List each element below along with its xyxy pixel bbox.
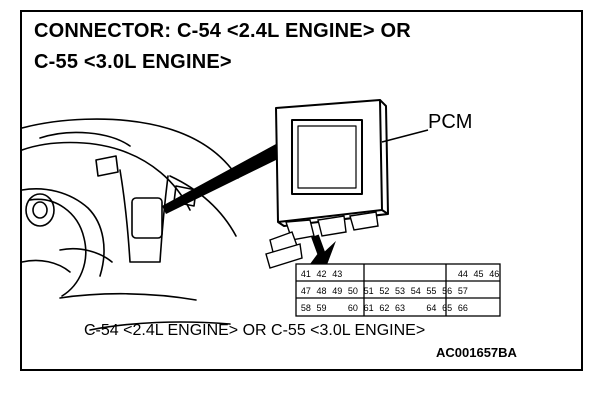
connector-pin-66: 66 bbox=[457, 303, 468, 313]
figure-title: CONNECTOR: C-54 <2.4L ENGINE> OR C-55 <3… bbox=[34, 16, 411, 78]
title-line-1: CONNECTOR: C-54 <2.4L ENGINE> OR bbox=[34, 20, 411, 42]
connector-pin-54: 54 bbox=[410, 286, 421, 296]
connector-pin-46: 46 bbox=[489, 269, 500, 279]
glovebox-line bbox=[169, 175, 237, 237]
title-line-2: C-55 <3.0L ENGINE> bbox=[34, 51, 232, 73]
connector-pin-51: 51 bbox=[363, 286, 374, 296]
ecu-outline bbox=[131, 197, 163, 239]
connector-pin-60: 60 bbox=[347, 303, 358, 313]
connector-pin-64: 64 bbox=[426, 303, 437, 313]
connector-pin-44: 44 bbox=[457, 269, 468, 279]
connector-pin-52: 52 bbox=[379, 286, 390, 296]
figure-frame bbox=[20, 10, 583, 371]
steering-column bbox=[21, 188, 105, 277]
connector-pin-45: 45 bbox=[473, 269, 484, 279]
connector-pin-55: 55 bbox=[426, 286, 437, 296]
connector-pin-63: 63 bbox=[395, 303, 406, 313]
connector-pin-43: 43 bbox=[332, 269, 343, 279]
gauge-hood bbox=[39, 131, 131, 147]
connector-face bbox=[295, 263, 501, 317]
steering-wheel bbox=[29, 198, 87, 297]
connector-pin-47: 47 bbox=[300, 286, 311, 296]
pcm-unit bbox=[275, 99, 389, 227]
left-gauge-inner bbox=[32, 201, 48, 219]
connector-pin-62: 62 bbox=[379, 303, 390, 313]
connector-pin-49: 49 bbox=[332, 286, 343, 296]
vent bbox=[95, 155, 119, 177]
lower-trim bbox=[59, 292, 197, 301]
floor-line bbox=[89, 321, 231, 331]
left-gauge bbox=[25, 193, 55, 227]
dash-detail bbox=[59, 247, 113, 263]
pcm-connectors bbox=[265, 211, 379, 269]
connector-caption: C-54 <2.4L ENGINE> OR C-55 <3.0L ENGINE> bbox=[84, 322, 426, 339]
pcm-leader-line bbox=[381, 129, 429, 143]
connector-pin-56: 56 bbox=[442, 286, 453, 296]
connector-pin-42: 42 bbox=[316, 269, 327, 279]
dash-detail-2 bbox=[21, 259, 71, 273]
pcm-label: PCM bbox=[428, 111, 473, 133]
connector-pin-41: 41 bbox=[300, 269, 311, 279]
connector-pin-61: 61 bbox=[363, 303, 374, 313]
connector-pin-59: 59 bbox=[316, 303, 327, 313]
connector-pin-65: 65 bbox=[442, 303, 453, 313]
figure-code: AC001657BA bbox=[436, 345, 517, 360]
connector-pin-58: 58 bbox=[300, 303, 311, 313]
dashboard-top-edge bbox=[21, 118, 239, 179]
dashboard-lower-edge bbox=[21, 141, 191, 211]
connector-pin-48: 48 bbox=[316, 286, 327, 296]
connector-pin-57: 57 bbox=[457, 286, 468, 296]
connector-pin-53: 53 bbox=[395, 286, 406, 296]
center-console bbox=[119, 169, 169, 263]
connector-pin-50: 50 bbox=[347, 286, 358, 296]
vent-2 bbox=[173, 185, 197, 207]
callout-wedge bbox=[162, 144, 276, 214]
